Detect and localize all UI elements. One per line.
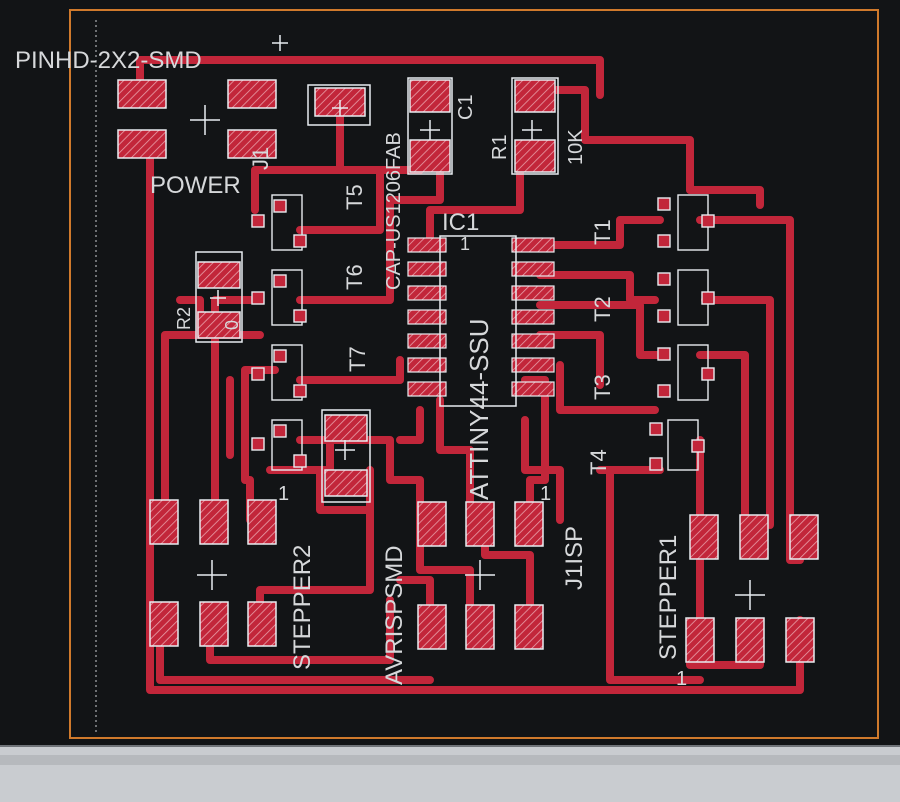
pin1-label-b: 1	[540, 483, 551, 505]
ic1-body[interactable]	[439, 235, 517, 407]
power-label: POWER	[150, 172, 241, 199]
scrollbar-strip[interactable]	[0, 755, 900, 765]
avrispsmd-label: AVRISPSMD	[381, 545, 408, 685]
window-bottom-bar	[0, 745, 900, 802]
pinhd-label: PINHD-2X2-SMD	[15, 47, 202, 74]
r-zero-label: 0	[222, 320, 242, 330]
ic1-pads	[407, 237, 555, 397]
c1-label: C1	[455, 94, 477, 120]
pin1-label-d: 1	[460, 234, 470, 254]
component-outlines	[195, 77, 559, 503]
t4-label: T4	[586, 449, 611, 475]
r1-label: R1	[489, 134, 511, 160]
j1isp-label: J1ISP	[561, 526, 588, 590]
origin-crosses	[190, 35, 765, 610]
t5-label: T5	[342, 184, 367, 210]
j1-label: J1	[248, 147, 273, 170]
t1-label: T1	[590, 219, 615, 245]
transistors	[251, 194, 715, 471]
ic1-label: IC1	[442, 209, 479, 236]
t7-label: T7	[345, 346, 370, 372]
r10k-label: 10K	[565, 129, 587, 165]
t2-label: T2	[590, 296, 615, 322]
t6-label: T6	[342, 264, 367, 290]
board-editor-canvas[interactable]: PINHD-2X2-SMD POWER J1 T5 T6 T7 CAP-US12…	[0, 0, 900, 745]
pin1-label-c: 1	[676, 668, 687, 690]
pin1-label-a: 1	[278, 483, 289, 505]
cap-label: CAP-US1206FAB	[383, 132, 405, 290]
smd-pads	[117, 79, 819, 663]
stepper1-label: STEPPER1	[655, 535, 682, 660]
r2-label: R2	[174, 307, 194, 330]
attiny-label: ATTINY44-SSU	[464, 318, 494, 500]
stepper2-label: STEPPER2	[289, 545, 316, 670]
pcb-layout[interactable]: PINHD-2X2-SMD POWER J1 T5 T6 T7 CAP-US12…	[0, 0, 900, 745]
board-edge	[69, 9, 879, 739]
t3-label: T3	[590, 374, 615, 400]
